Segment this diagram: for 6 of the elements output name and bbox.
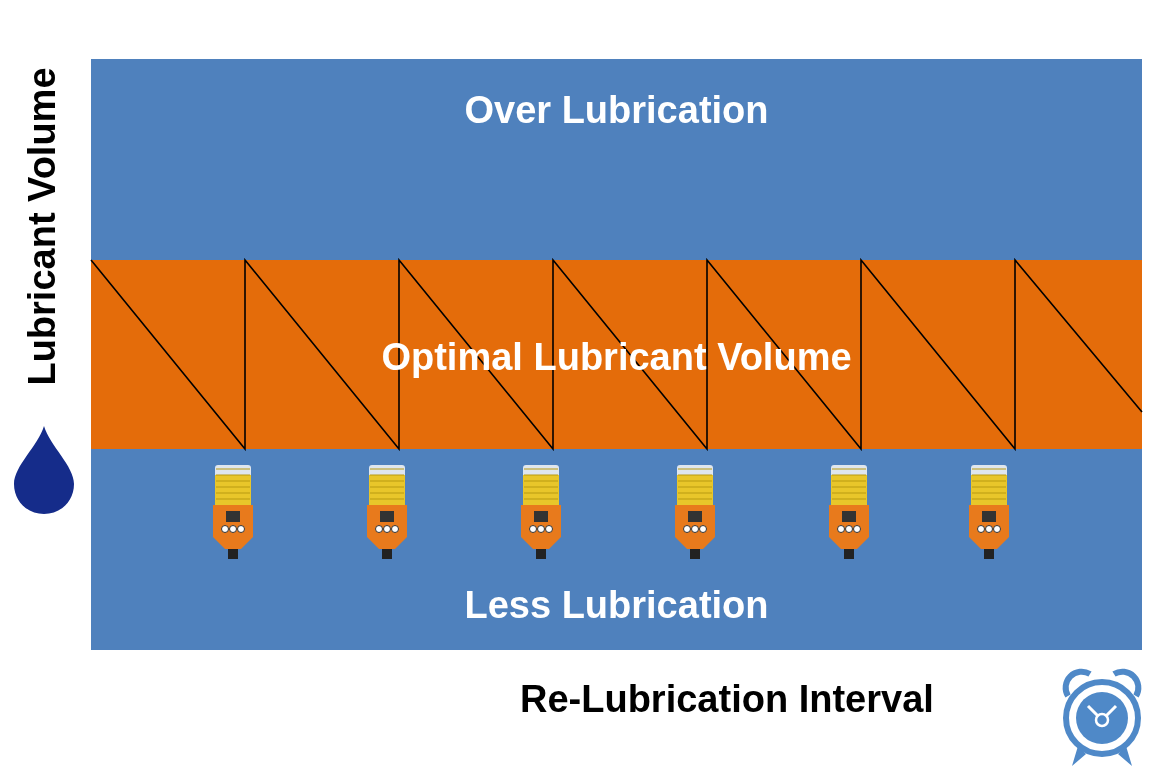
zone-label: Over Lubrication	[464, 89, 769, 132]
lubrication-zone-band	[91, 449, 1142, 650]
lubrication-zone-band	[91, 59, 1142, 260]
y-axis-label: Lubricant Volume	[20, 66, 64, 388]
zone-label: Less Lubrication	[464, 584, 769, 627]
x-axis-label: Re-Lubrication Interval	[520, 678, 934, 721]
